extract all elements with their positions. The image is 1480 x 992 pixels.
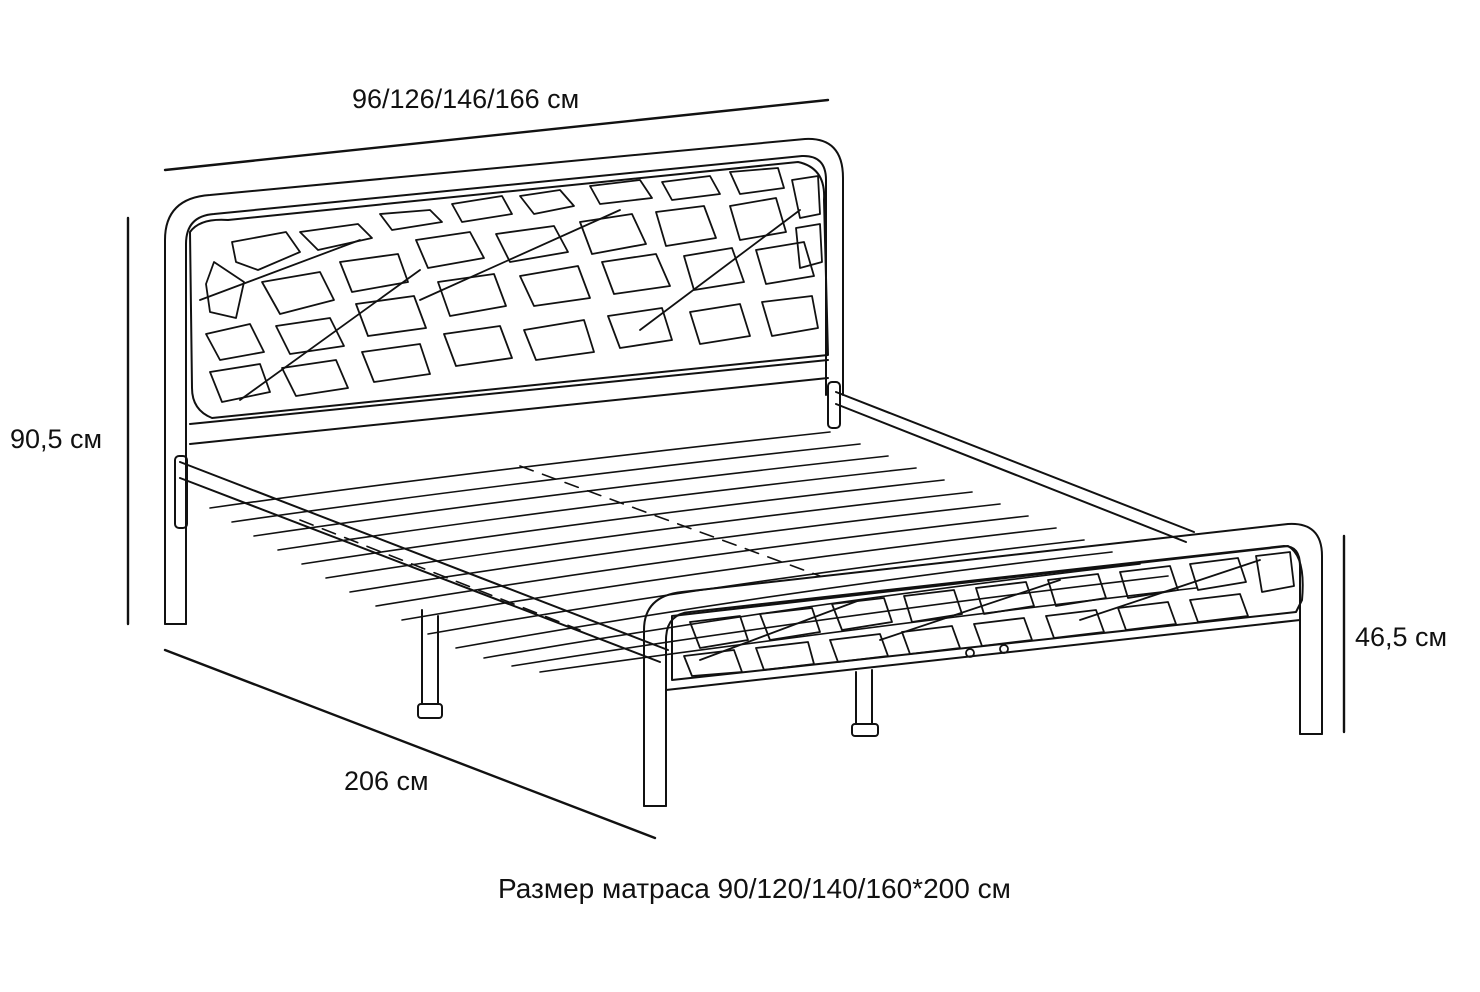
headboard [164,137,844,625]
footboard-crossbar [665,619,1301,691]
footboard-frame-outer [643,522,1323,807]
headboard-crossbar-top [189,359,829,425]
footboard-frame-inner [665,545,1301,807]
right-side-rail-bottom [835,403,1187,543]
left-side-rail-bottom [179,477,661,663]
footboard-panel [671,545,1304,681]
width-dimension-line [163,98,830,172]
legs [164,609,1323,807]
footboard [643,522,1323,807]
inner-leg-left-foot [417,703,443,719]
footboard-cutout-pattern [683,551,1295,677]
length-dimension-line [163,648,657,840]
headboard-frame-outer [164,137,844,625]
mattress-size-caption: Размер матраса 90/120/140/160*200 см [498,873,1011,904]
headboard-cutout-pattern [199,167,823,403]
right-side-rail-top [835,391,1195,533]
footboard-height-label: 46,5 см [1355,622,1448,652]
slats [209,431,1197,673]
side-rails [174,381,1195,663]
right-rail-bracket [827,381,841,429]
length-dimension-label: 206 см [344,766,429,796]
width-dimension-label: 96/126/146/166 см [352,84,580,114]
headboard-frame-inner [185,154,827,625]
headboard-height-label: 90,5 см [10,424,103,454]
dimension-lines [126,98,1346,840]
left-rail-bracket [174,455,188,529]
headboard-crossbar-bottom [189,377,829,445]
inner-leg-right-foot [851,723,879,737]
left-side-rail-top [179,461,669,651]
headboard-panel [189,161,829,419]
